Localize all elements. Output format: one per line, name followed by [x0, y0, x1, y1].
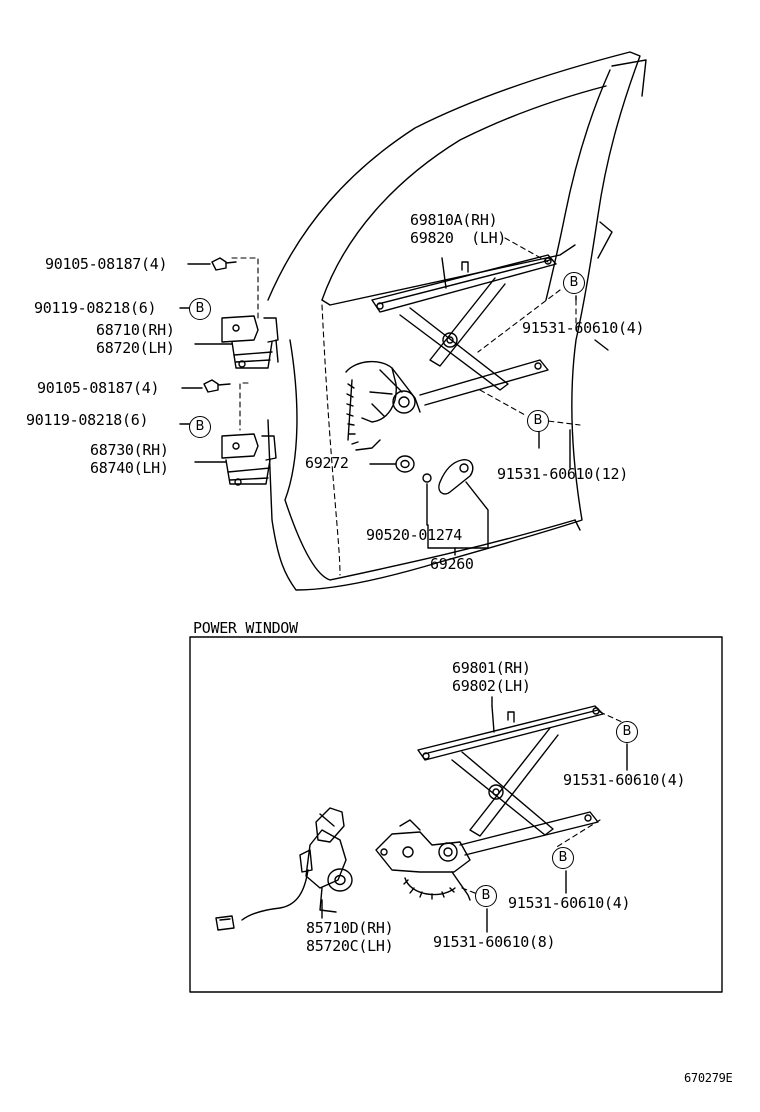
upper-hinge-label-lh: 68720(LH) — [96, 339, 175, 357]
regulator-bolt-label-mid: 91531-60610(12) — [497, 465, 628, 483]
washer-label: 69272 — [305, 454, 349, 472]
power-bolt-label-low: 91531-60610(8) — [433, 933, 556, 951]
manual-regulator-assembly — [345, 254, 557, 451]
bolt-leader-lines — [538, 429, 571, 469]
power-regulator-label-rh: 69801(RH) — [452, 659, 531, 677]
regulator-bolt-label-top: 91531-60610(4) — [522, 319, 645, 337]
power-leader-dashes — [461, 711, 623, 896]
bolt-symbol-b: B — [552, 847, 574, 869]
bolt-symbol-b: B — [475, 885, 497, 907]
bolt-symbol-b: B — [189, 298, 211, 320]
upper-hinge — [179, 257, 279, 369]
washer-69272 — [369, 455, 415, 473]
lower-hinge-label-lh: 68740(LH) — [90, 459, 169, 477]
bolt-part-label-upper: 90119-08218(6) — [34, 299, 157, 317]
bolt-symbol-b: B — [616, 721, 638, 743]
power-regulator-label-lh: 69802(LH) — [452, 677, 531, 695]
window-motor — [215, 807, 353, 931]
section-title: POWER WINDOW — [193, 619, 298, 637]
motor-label-rh: 85710D(RH) — [306, 919, 394, 937]
power-bolt-label-top: 91531-60610(4) — [563, 771, 686, 789]
window-handle-69260 — [422, 459, 489, 556]
regulator-part-label-lh: 69820 (LH) — [410, 229, 507, 247]
bolt-symbol-b: B — [527, 410, 549, 432]
power-regulator-assembly — [375, 705, 604, 901]
screw-part-label-lower: 90105-08187(4) — [37, 379, 160, 397]
manual-leader-dashes — [231, 237, 581, 576]
figure-code: 670279E — [684, 1071, 733, 1085]
power-window-frame — [189, 636, 723, 993]
bolt-part-label-lower: 90119-08218(6) — [26, 411, 149, 429]
screw-part-label-upper: 90105-08187(4) — [45, 255, 168, 273]
upper-hinge-label-rh: 68710(RH) — [96, 321, 175, 339]
handle-label: 69260 — [430, 555, 474, 573]
regulator-part-label-rh: 69810A(RH) — [410, 211, 498, 229]
power-bolt-label-mid: 91531-60610(4) — [508, 894, 631, 912]
clip-label: 90520-01274 — [366, 526, 463, 544]
bolt-symbol-b: B — [563, 272, 585, 294]
lower-hinge — [179, 379, 277, 486]
lower-hinge-label-rh: 68730(RH) — [90, 441, 169, 459]
bolt-symbol-b: B — [189, 416, 211, 438]
motor-label-lh: 85720C(LH) — [306, 937, 394, 955]
